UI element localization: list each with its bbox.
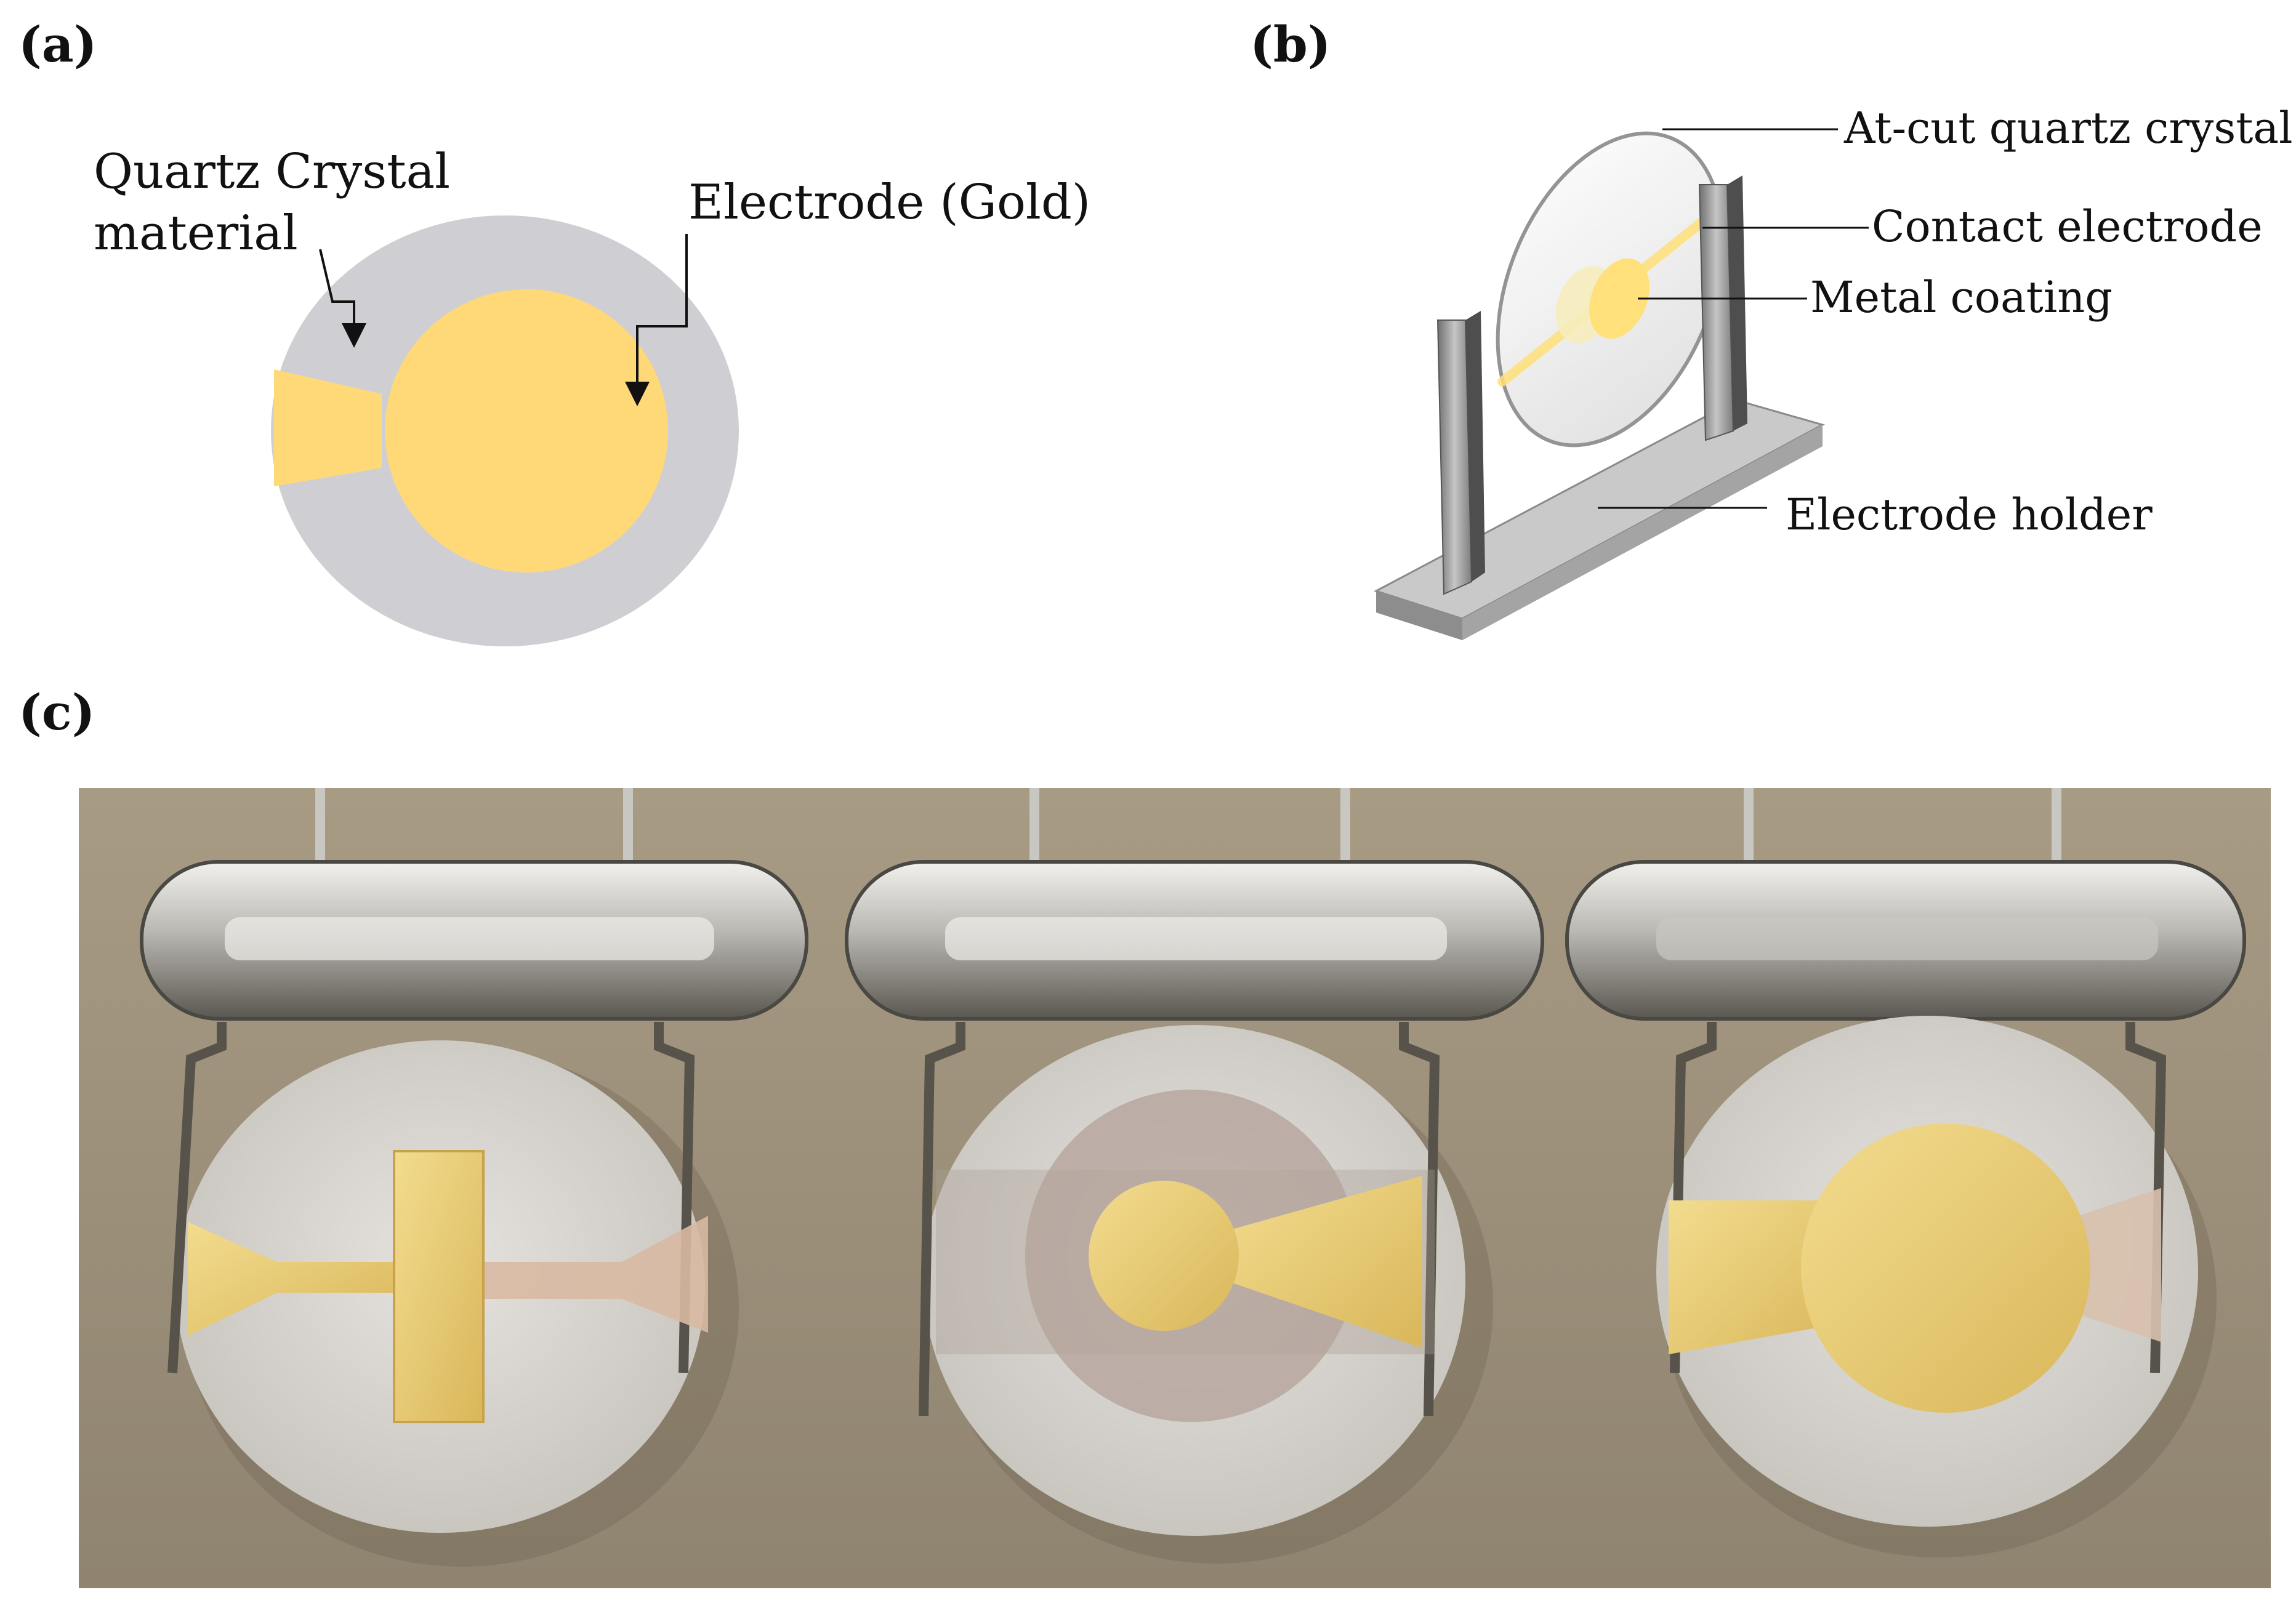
metal-coating-label: Metal coating	[1810, 272, 2113, 323]
sensor-1-clip-left	[167, 1022, 227, 1373]
quartz-crystal-label-line1: Quartz Crystal	[94, 144, 450, 199]
electrode-gold-label: Electrode (Gold)	[688, 175, 1090, 230]
panel-c-photo	[79, 788, 2271, 1588]
electrode-leader-arrow	[625, 234, 688, 406]
at-cut-crystal-label: At-cut quartz crystal	[1843, 103, 2293, 153]
sensor-1-gold-electrode	[393, 1150, 485, 1423]
gold-electrode-tab	[274, 369, 382, 486]
panel-c-label: (c)	[18, 683, 95, 741]
sensor-2-can-inner	[945, 917, 1447, 960]
gold-electrode-pad	[385, 289, 668, 572]
sensor-3-gold-lead-left	[1669, 1200, 1841, 1354]
sensor-2-gold-lead	[1225, 1176, 1422, 1348]
qcm-sensor-2	[845, 788, 1544, 1564]
electrode-holder-label: Electrode holder	[1786, 489, 2153, 540]
contact-electrode-label: Contact electrode	[1872, 201, 2263, 252]
quartz-crystal-label-line2: material	[94, 206, 298, 261]
panel-a: (a) Quartz Crystal material Electrode (G…	[18, 15, 1090, 646]
qcm-sensor-3	[1565, 788, 2246, 1557]
holder-base-side	[1462, 425, 1823, 640]
panel-a-label: (a)	[18, 15, 97, 73]
sensor-1-clip-right	[654, 1022, 695, 1373]
qcm-sensor-1	[140, 788, 808, 1567]
holder-post-right-edge	[1727, 175, 1747, 431]
metal-coating	[1589, 258, 1649, 339]
sensor-2-clip-left	[919, 1022, 965, 1416]
panel-b: (b) At-cut quartz crystal Contact electr…	[1250, 15, 2293, 640]
holder-base-front	[1376, 591, 1462, 640]
sensor-3-gold-electrode	[1801, 1123, 2090, 1413]
quartz-leader-arrow	[319, 249, 366, 348]
sensor-3-can-inner	[1656, 917, 2158, 960]
sensor-2-gold-electrode	[1089, 1181, 1239, 1331]
panel-b-label: (b)	[1250, 15, 1331, 73]
sensor-1-lead-right	[480, 1216, 708, 1333]
sensor-2-clip-right	[1399, 1022, 1440, 1416]
sensor-1-gold-lead-left	[188, 1222, 400, 1336]
holder-post-left-edge	[1465, 311, 1485, 582]
sensor-1-can-inner	[225, 917, 714, 960]
